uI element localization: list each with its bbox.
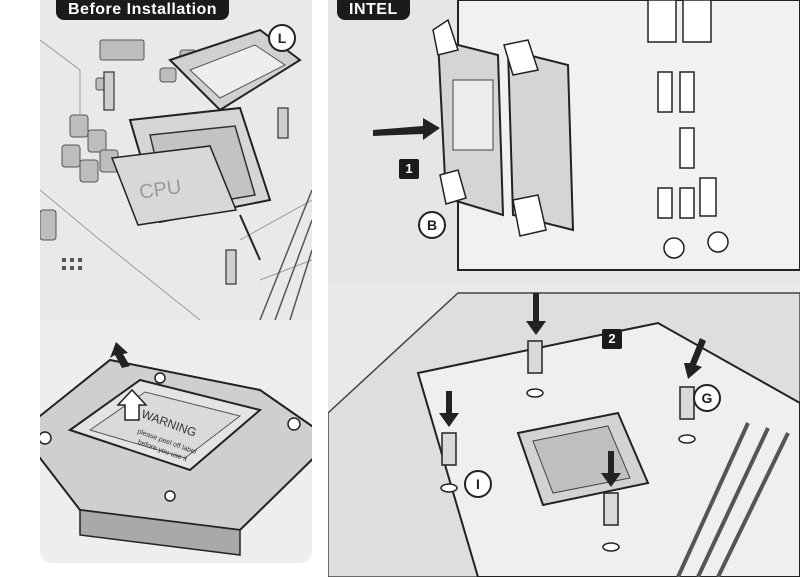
down-arrow-icon-1 (526, 293, 546, 335)
cold-plate-peel-label-illustration: WARNING please peel off label before you… (40, 320, 312, 563)
standoff-installation-illustration (328, 283, 800, 577)
socket-drawing: CPU (40, 0, 312, 320)
down-arrow-icon-4 (601, 451, 621, 487)
up-arrow-icon (110, 342, 130, 368)
callout-g: G (693, 384, 721, 412)
callout-i: I (464, 470, 492, 498)
peel-arrow-icon (116, 388, 148, 421)
standoff-drawing (328, 283, 800, 577)
before-installation-title: Before Installation (56, 0, 230, 20)
backplate-placement-illustration (328, 0, 800, 283)
callout-b: B (418, 211, 446, 239)
step-badge-2: 2 (602, 329, 622, 349)
intel-title: INTEL (337, 0, 410, 20)
cold-plate-drawing: WARNING please peel off label before you… (40, 320, 312, 563)
step-badge-1: 1 (399, 159, 419, 179)
callout-l: L (268, 24, 296, 52)
backplate-drawing (328, 0, 800, 283)
down-arrow-icon-2 (684, 338, 706, 379)
before-installation-socket-illustration: CPU (40, 0, 312, 320)
right-arrow-icon (373, 118, 440, 140)
down-arrow-icon-3 (439, 391, 459, 427)
